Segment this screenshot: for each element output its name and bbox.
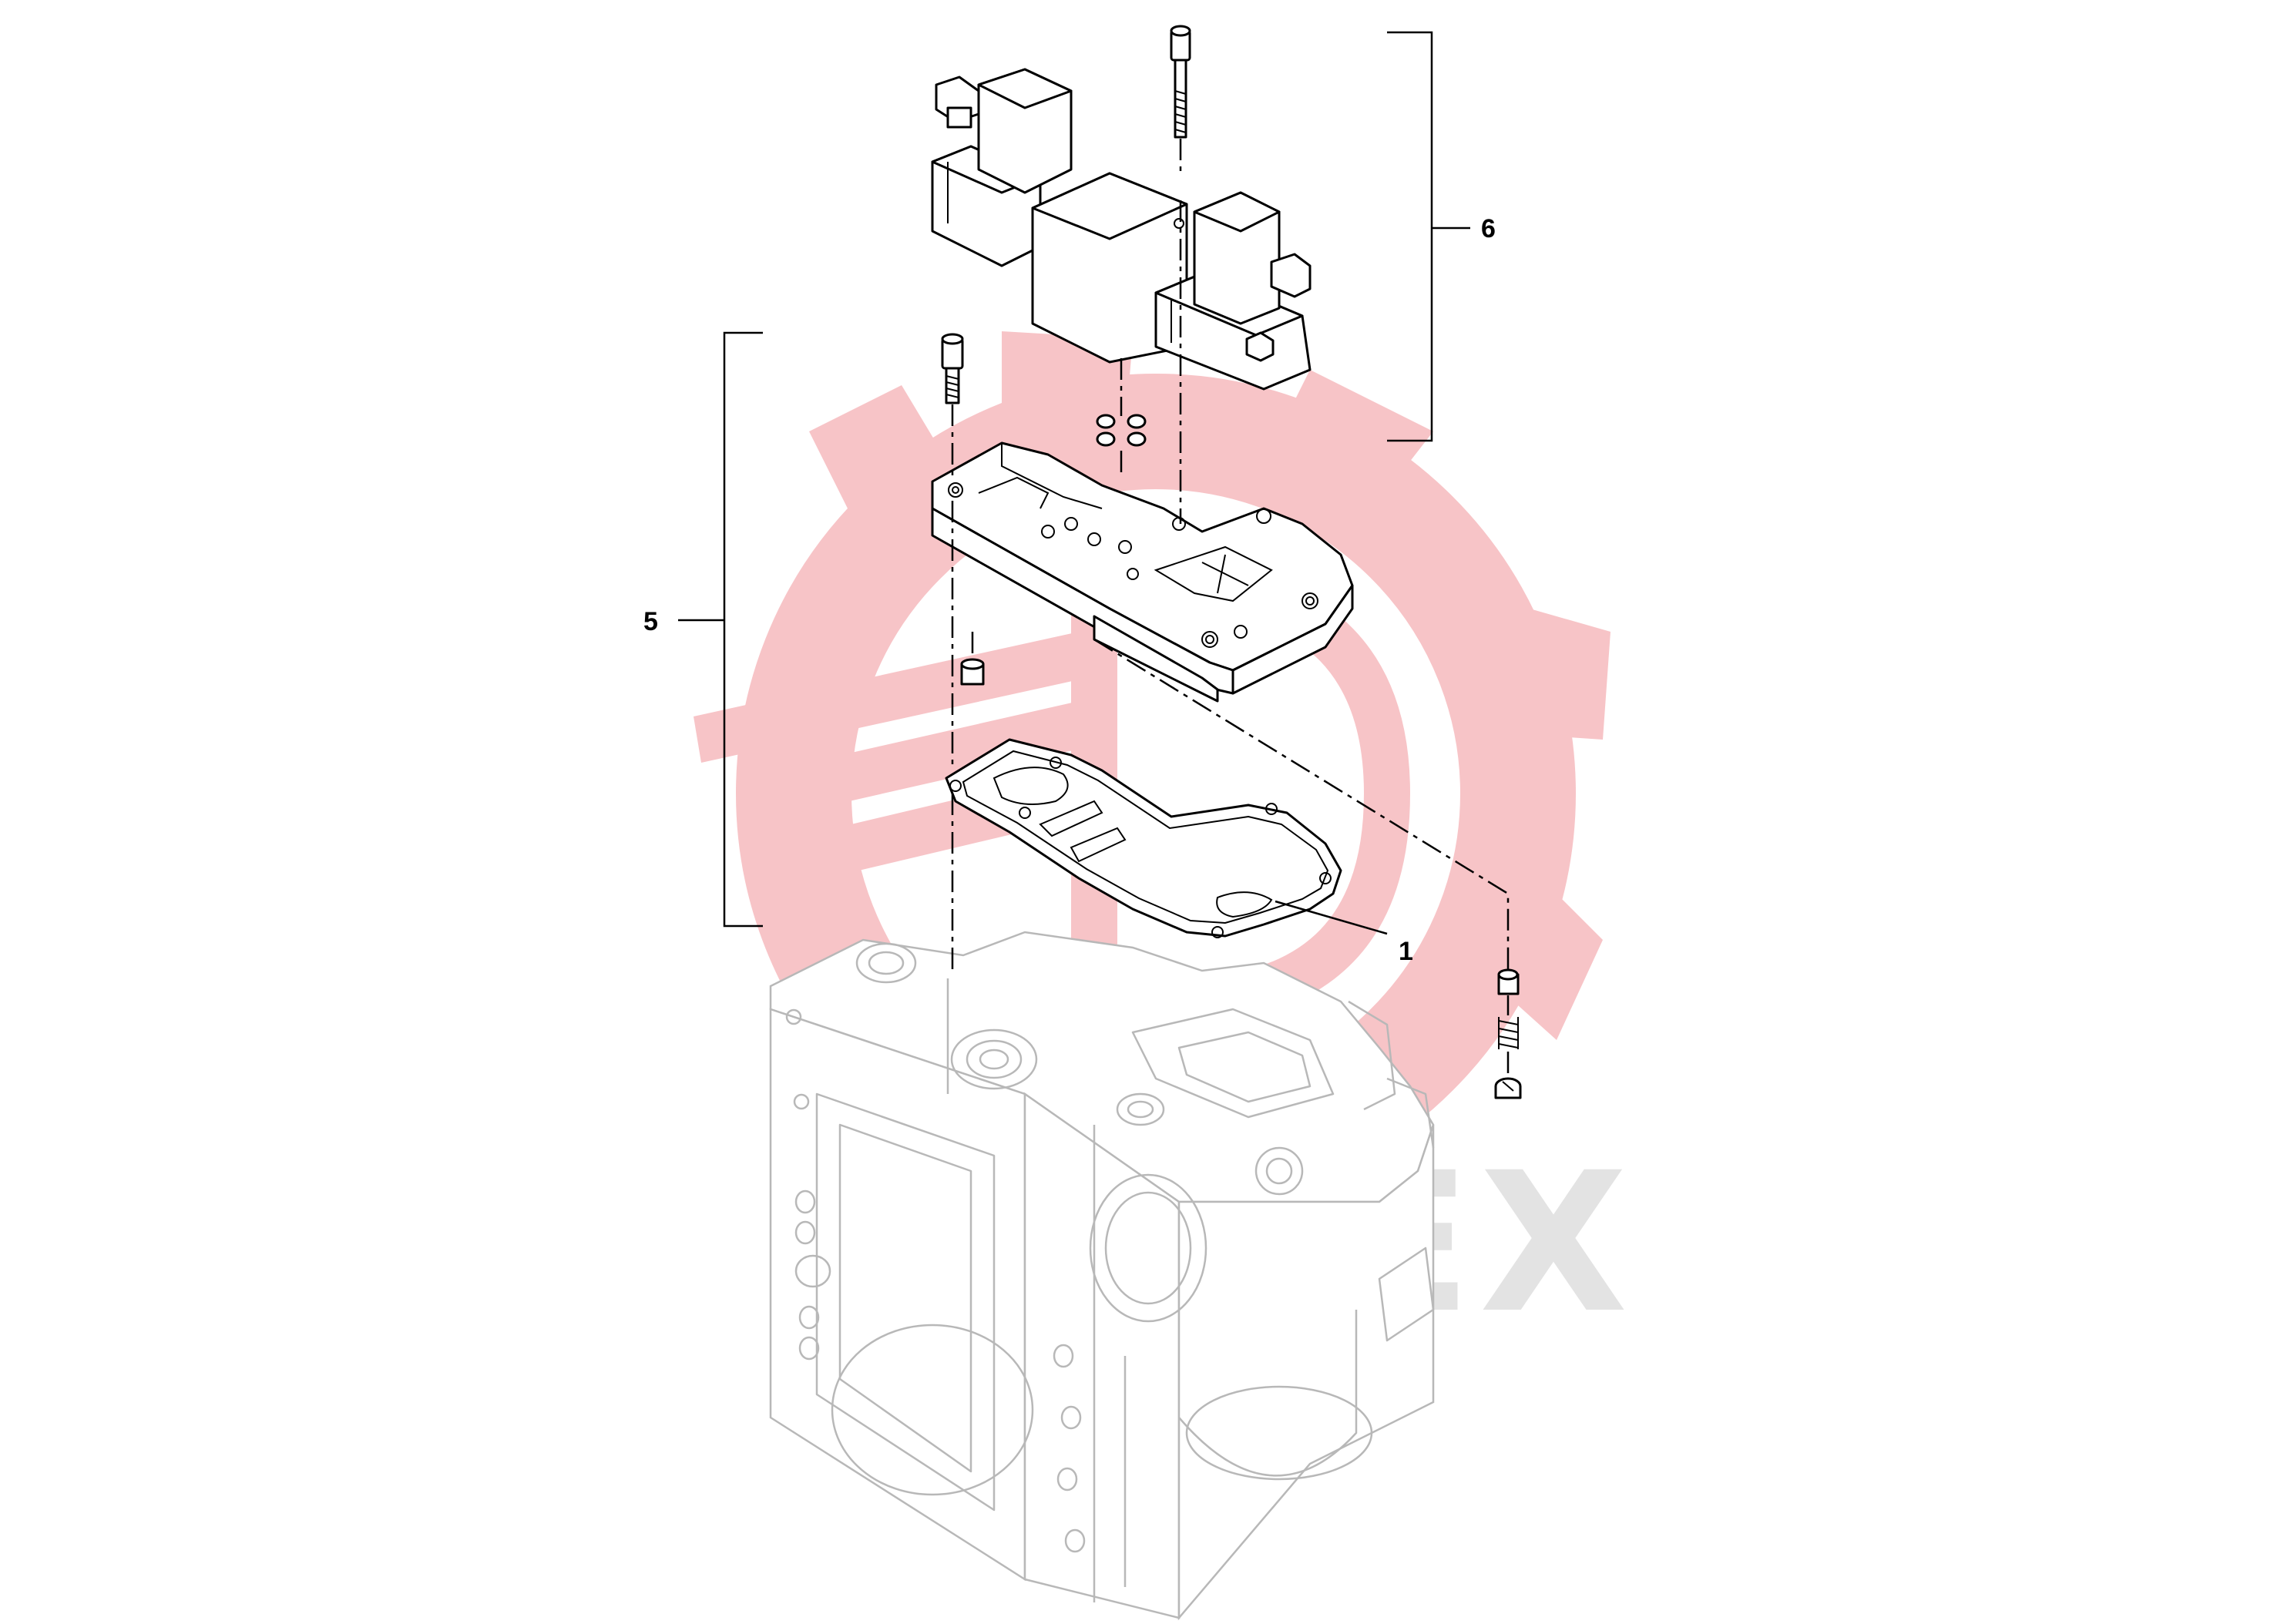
plate-bolt xyxy=(941,333,964,404)
valve-mounting-plate xyxy=(931,441,1354,703)
spring-plug-group xyxy=(1494,968,1522,1099)
bracket-6 xyxy=(1387,31,1470,442)
leader-1 xyxy=(1275,900,1388,935)
bracket-5 xyxy=(678,331,763,928)
set-screw xyxy=(960,658,985,686)
callout-6: 6 xyxy=(1481,214,1496,243)
o-rings xyxy=(1096,414,1147,447)
pump-housing xyxy=(769,931,1435,1621)
callout-1: 1 xyxy=(1399,937,1413,966)
valve-bolt xyxy=(1170,25,1191,139)
callout-5: 5 xyxy=(643,607,658,636)
assembly-lines xyxy=(951,139,1510,1079)
gasket xyxy=(945,738,1342,938)
solenoid-valve-assembly xyxy=(931,68,1312,391)
